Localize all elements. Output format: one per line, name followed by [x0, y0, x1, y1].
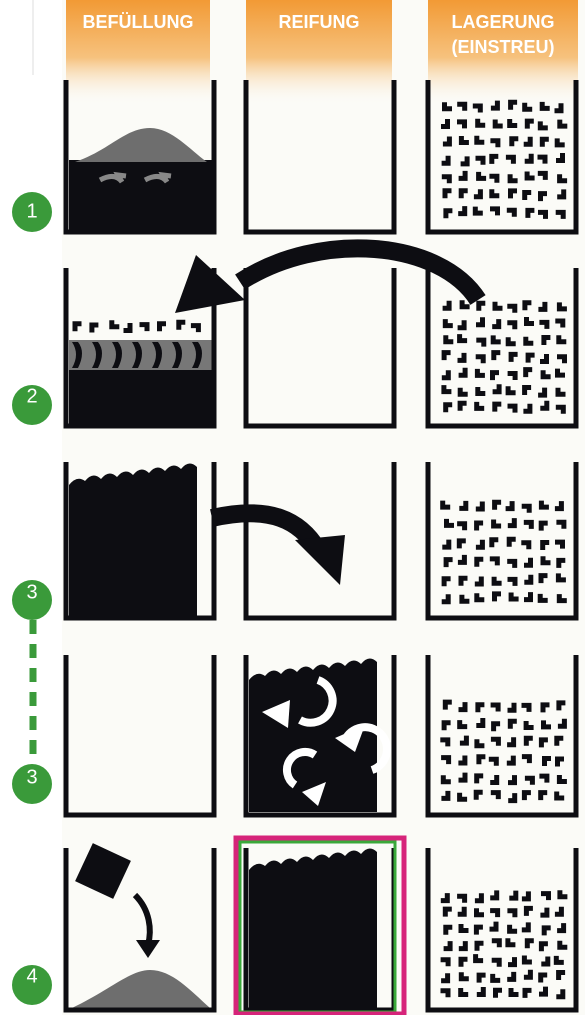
step-number: 2: [26, 385, 37, 407]
column-header-ripen: REIFUNG: [246, 0, 392, 105]
step-badge: 1: [12, 192, 52, 232]
manure-layer: [69, 160, 212, 232]
manure-ripened: [249, 848, 377, 1008]
column-header-label: (EINSTREU): [452, 37, 555, 57]
step-badge: 2: [12, 385, 52, 425]
column-header-store: LAGERUNG (EINSTREU): [428, 0, 578, 105]
container-fill-row3a: [66, 462, 214, 618]
step-number: 3: [26, 766, 37, 788]
manure-filled: [69, 463, 197, 618]
column-header-label: REIFUNG: [279, 12, 360, 32]
container-ripen-row3b: [246, 655, 394, 815]
column-header-fill: BEFÜLLUNG: [66, 0, 210, 105]
step-number: 1: [26, 200, 37, 222]
step-badge: 4: [12, 965, 52, 1005]
manure-layer: [69, 365, 212, 425]
step-number: 4: [26, 965, 37, 987]
step-badge: 3: [12, 580, 52, 620]
step-number: 3: [26, 581, 37, 603]
step-badge: 3: [12, 764, 52, 804]
column-header-label: BEFÜLLUNG: [83, 12, 194, 32]
column-header-label: LAGERUNG: [452, 12, 555, 32]
